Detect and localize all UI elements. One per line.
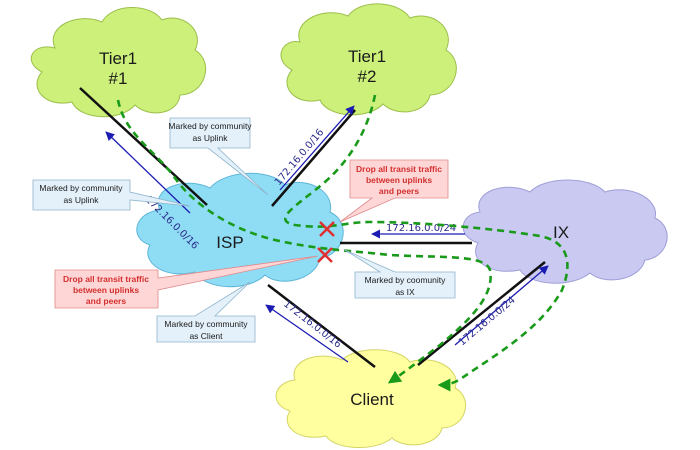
policy-top-line1: Drop all transit traffic	[356, 164, 442, 174]
ix-label: IX	[553, 223, 569, 242]
callout-client-line2: as Client	[189, 331, 223, 341]
callout-client: Marked by community as Client	[156, 281, 256, 343]
callout-ix-line1: Marked by coomunity	[365, 275, 447, 285]
tier1-b-label-line1: Tier1	[348, 47, 386, 66]
callout-ix: Marked by coomunity as IX	[344, 249, 456, 299]
client-label: Client	[350, 390, 394, 409]
prefix-label-tier1b: 172.16.0.0/16	[273, 127, 327, 188]
link-ix-client	[417, 261, 546, 366]
link-tier1b-isp	[271, 109, 356, 207]
callout-uplink-left-line2: as Uplink	[64, 195, 100, 205]
prefix-label-ix: 172.16.0.0/24	[386, 223, 456, 234]
cloud-tier1-a: Tier1 #1	[30, 7, 207, 118]
policy-left-line2: between uplinks	[73, 285, 139, 295]
callout-ix-line2: as IX	[395, 287, 415, 297]
policy-top-line3: and peers	[379, 186, 419, 196]
cloud-ix: IX	[462, 179, 668, 284]
prefix-label-isp-client: 172.16.0.0/16	[281, 299, 343, 351]
announce-arrow-client-isp	[265, 304, 349, 363]
callout-uplink-top: Marked by community as Uplink	[168, 117, 269, 196]
policy-left-line1: Drop all transit traffic	[63, 274, 149, 284]
isp-label: ISP	[216, 233, 243, 252]
announce-arrow-tier1b	[279, 105, 355, 191]
policy-callout-top: Drop all transit traffic between uplinks…	[339, 159, 449, 223]
callout-uplink-left-line1: Marked by community	[39, 183, 123, 193]
callout-uplink-top-line2: as Uplink	[193, 133, 229, 143]
traffic-path-tier1b-to-client	[284, 94, 569, 392]
link-isp-client	[267, 284, 376, 368]
policy-callout-left: Drop all transit traffic between uplinks…	[54, 255, 319, 309]
callout-client-line1: Marked by community	[164, 319, 248, 329]
cloud-client: Client	[275, 349, 466, 449]
traffic-path-tier1a-to-client	[116, 99, 492, 384]
cloud-isp: ISP	[136, 172, 344, 288]
policy-left-line3: and peers	[86, 296, 126, 306]
announce-arrow-tier1a	[105, 131, 191, 214]
cloud-tier1-b: Tier1 #2	[280, 3, 457, 116]
tier1-b-label-line2: #2	[358, 67, 377, 86]
announce-arrow-client-ix	[454, 265, 549, 346]
tier1-a-label-line2: #1	[109, 69, 128, 88]
drop-mark-top	[319, 221, 335, 237]
callout-uplink-top-line1: Marked by community	[168, 121, 252, 131]
link-tier1a-isp	[79, 87, 208, 206]
policy-top-line2: between uplinks	[366, 175, 432, 185]
callout-uplink-left: Marked by community as Uplink	[32, 179, 191, 211]
drop-mark-bottom	[317, 247, 333, 263]
tier1-a-label-line1: Tier1	[99, 49, 137, 68]
